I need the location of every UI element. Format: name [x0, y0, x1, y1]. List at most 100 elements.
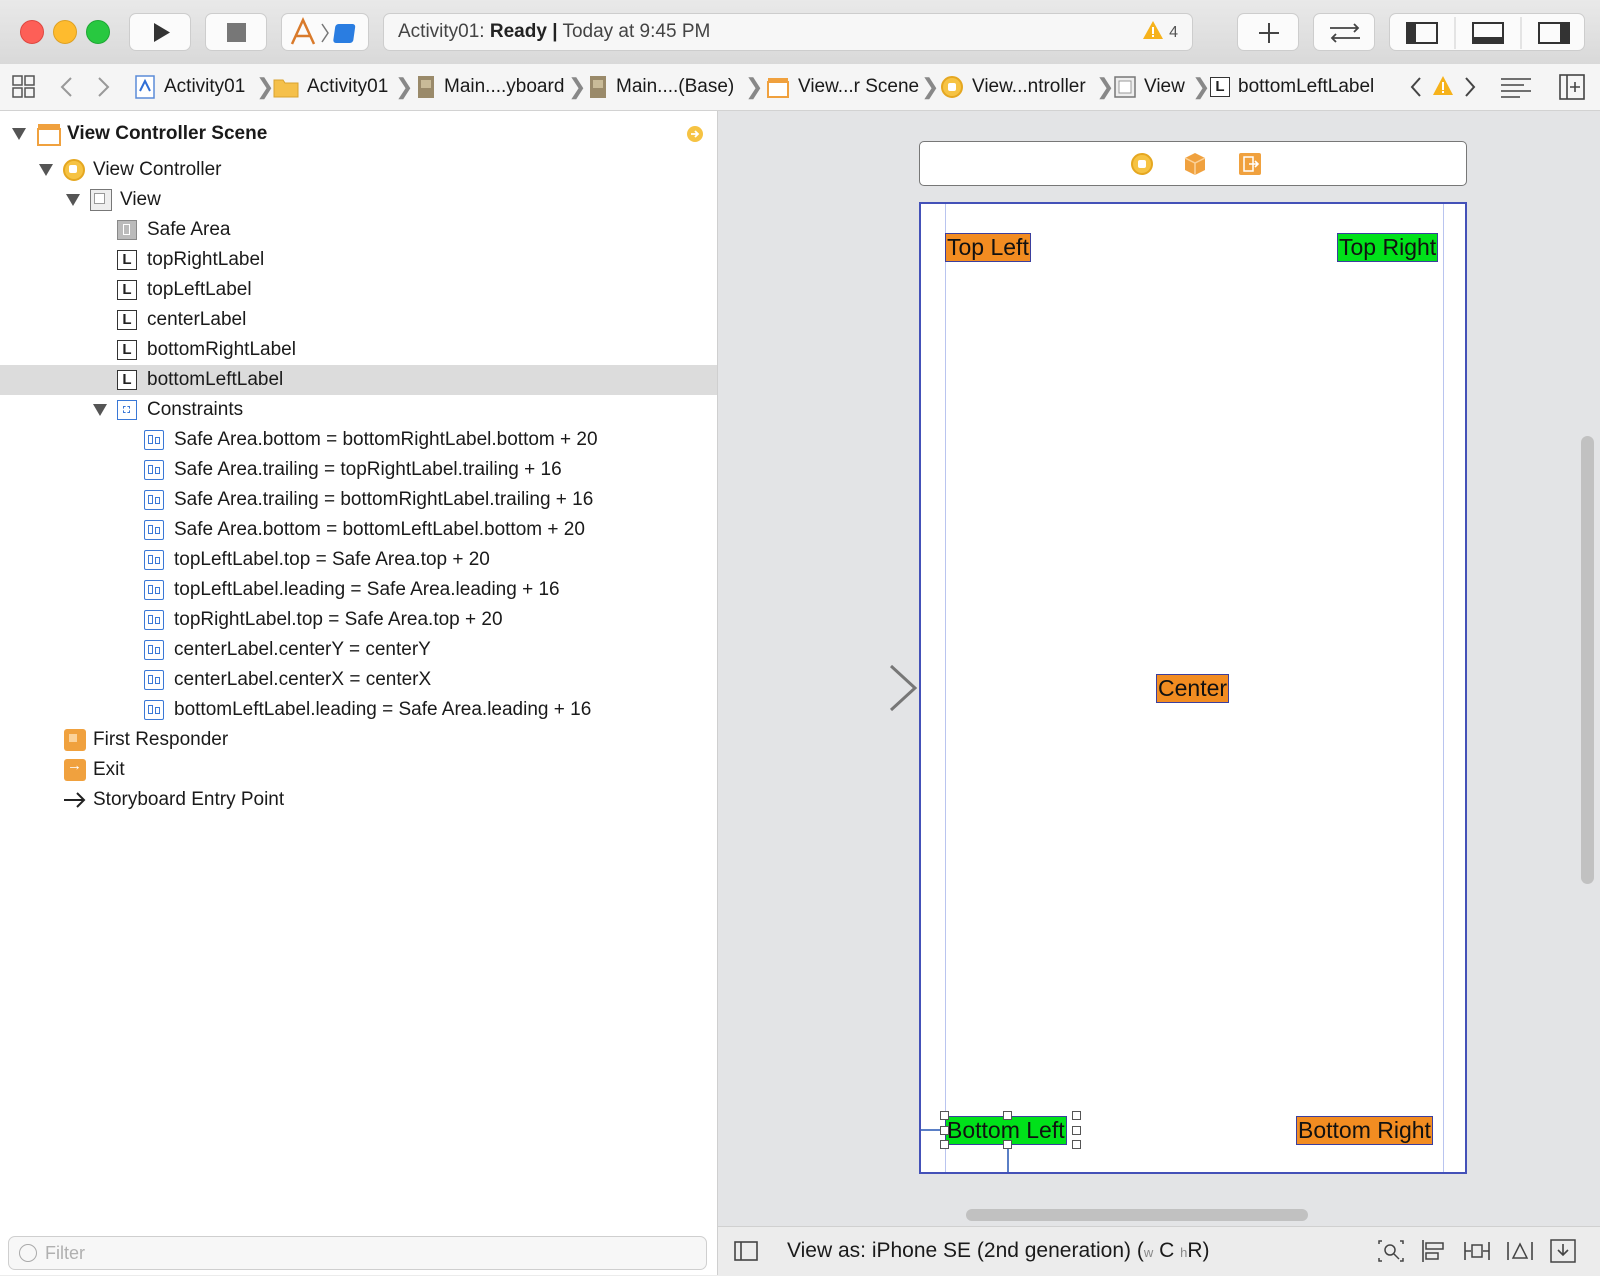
crumb-label: Activity01 — [164, 76, 246, 97]
close-window-button[interactable] — [20, 20, 44, 44]
label-icon: L — [117, 340, 137, 360]
crumb-storyboard[interactable]: Main....yboard — [416, 64, 564, 110]
constraint-row[interactable]: topLeftLabel.top = Safe Area.top + 20 — [0, 545, 717, 575]
crumb-view-controller[interactable]: View...ntroller — [940, 64, 1086, 110]
outline-view-controller-row[interactable]: View Controller — [0, 155, 717, 185]
crumb-label-element[interactable]: L bottomLeftLabel — [1210, 64, 1374, 110]
canvas-vertical-scrollbar[interactable] — [1581, 436, 1594, 884]
editor-options-lines-icon[interactable] — [1500, 76, 1532, 98]
add-constraints-icon[interactable] — [1463, 1239, 1491, 1263]
next-issue-chevron-icon[interactable] — [1462, 76, 1478, 98]
add-editor-icon[interactable] — [1559, 74, 1585, 100]
outline-scene-row[interactable]: View Controller Scene — [0, 119, 717, 149]
constraint-row[interactable]: bottomLeftLabel.leading = Safe Area.lead… — [0, 695, 717, 725]
outline-entry-point-row[interactable]: Storyboard Entry Point — [0, 785, 717, 815]
outline-subview-row[interactable]: L topRightLabel — [0, 245, 717, 275]
constraint-row[interactable]: topLeftLabel.leading = Safe Area.leading… — [0, 575, 717, 605]
view-controller-icon[interactable] — [1130, 152, 1154, 176]
resolve-autolayout-icon[interactable] — [1506, 1239, 1534, 1263]
outline-filter-field[interactable]: Filter — [8, 1236, 707, 1270]
exit-label: Exit — [93, 759, 125, 780]
constraint-row[interactable]: Safe Area.bottom = bottomLeftLabel.botto… — [0, 515, 717, 545]
stop-button[interactable] — [205, 13, 267, 51]
top-right-label[interactable]: Top Right — [1337, 233, 1439, 262]
resize-handle[interactable] — [940, 1111, 949, 1120]
constraint-icon — [144, 520, 164, 540]
constraint-icon — [144, 670, 164, 690]
resize-handle[interactable] — [1072, 1126, 1081, 1135]
scene-title: View Controller Scene — [67, 123, 268, 144]
outline-subview-row[interactable]: Safe Area — [0, 215, 717, 245]
disclosure-triangle-icon[interactable] — [39, 164, 53, 176]
outline-subview-row[interactable]: L topLeftLabel — [0, 275, 717, 305]
previous-issue-chevron-icon[interactable] — [1408, 76, 1424, 98]
go-arrow-icon[interactable] — [686, 125, 704, 143]
canvas-horizontal-scrollbar[interactable] — [966, 1209, 1308, 1221]
back-chevron-icon[interactable] — [58, 76, 76, 98]
plus-icon — [1259, 23, 1279, 43]
constraint-row[interactable]: Safe Area.trailing = bottomRightLabel.tr… — [0, 485, 717, 515]
resize-handle[interactable] — [1072, 1111, 1081, 1120]
resize-handle[interactable] — [1003, 1140, 1012, 1149]
disclosure-triangle-icon[interactable] — [93, 404, 107, 416]
forward-chevron-icon[interactable] — [94, 76, 112, 98]
canvas-bottom-bar: View as: iPhone SE (2nd generation) (w C… — [718, 1226, 1600, 1276]
entry-point-arrow-icon[interactable] — [775, 662, 920, 714]
outline-first-responder-row[interactable]: First Responder — [0, 725, 717, 755]
bottom-right-label[interactable]: Bottom Right — [1296, 1116, 1433, 1145]
align-icon[interactable] — [1420, 1239, 1446, 1263]
top-left-label[interactable]: Top Left — [945, 233, 1031, 262]
toggle-outline-icon[interactable] — [734, 1241, 758, 1261]
warning-indicator[interactable]: 4 — [1142, 14, 1178, 51]
resize-handle[interactable] — [1072, 1140, 1081, 1149]
outline-exit-row[interactable]: Exit — [0, 755, 717, 785]
bottom-constraint-line — [1007, 1145, 1009, 1172]
code-review-button[interactable] — [1313, 13, 1375, 51]
storyboard-file-icon — [590, 76, 606, 98]
resize-handle[interactable] — [1003, 1111, 1012, 1120]
update-frames-icon[interactable] — [1378, 1239, 1404, 1263]
constraint-row[interactable]: topRightLabel.top = Safe Area.top + 20 — [0, 605, 717, 635]
library-add-button[interactable] — [1237, 13, 1299, 51]
disclosure-triangle-icon[interactable] — [66, 194, 80, 206]
view-as-device-button[interactable]: View as: iPhone SE (2nd generation) (w C… — [787, 1239, 1209, 1263]
crumb-group[interactable]: Activity01 — [273, 64, 388, 110]
storyboard-file-icon — [418, 76, 434, 98]
related-items-grid-icon[interactable] — [12, 75, 36, 99]
constraint-row[interactable]: centerLabel.centerY = centerY — [0, 635, 717, 665]
constraint-label: topRightLabel.top = Safe Area.top + 20 — [174, 609, 503, 630]
zoom-window-button[interactable] — [86, 20, 110, 44]
disclosure-triangle-icon[interactable] — [12, 128, 26, 140]
scene-clapper-icon — [767, 78, 789, 98]
embed-in-icon[interactable] — [1550, 1239, 1576, 1263]
constraint-row[interactable]: Safe Area.trailing = topRightLabel.trail… — [0, 455, 717, 485]
outline-constraints-row[interactable]: Constraints — [0, 395, 717, 425]
resize-handle[interactable] — [940, 1126, 949, 1135]
crumb-scene[interactable]: View...r Scene — [766, 64, 919, 110]
resize-handle[interactable] — [940, 1140, 949, 1149]
constraint-row[interactable]: Safe Area.bottom = bottomRightLabel.bott… — [0, 425, 717, 455]
scheme-selector[interactable] — [281, 13, 369, 51]
status-project: Activity01: — [398, 21, 485, 42]
warning-icon[interactable] — [1432, 75, 1454, 97]
run-button[interactable] — [129, 13, 191, 51]
crumb-view[interactable]: View — [1114, 64, 1185, 110]
outline-view-row[interactable]: View — [0, 185, 717, 215]
center-label[interactable]: Center — [1156, 674, 1230, 703]
first-responder-cube-icon[interactable] — [1183, 152, 1207, 176]
minimize-window-button[interactable] — [53, 20, 77, 44]
outline-subview-row[interactable]: L centerLabel — [0, 305, 717, 335]
constraint-row[interactable]: centerLabel.centerX = centerX — [0, 665, 717, 695]
status-state: Ready — [489, 21, 547, 42]
outline-subview-row-selected[interactable]: L bottomLeftLabel — [0, 365, 717, 395]
subview-label: topRightLabel — [147, 249, 265, 270]
crumb-separator: ❯ — [745, 74, 764, 99]
outline-subview-row[interactable]: L bottomRightLabel — [0, 335, 717, 365]
crumb-project[interactable]: Activity01 — [134, 64, 245, 110]
crumb-localization[interactable]: Main....(Base) — [588, 64, 734, 110]
xcode-app-icon — [290, 16, 316, 45]
subview-label: centerLabel — [147, 309, 247, 330]
constraints-icon — [117, 400, 137, 420]
crumb-label: bottomLeftLabel — [1238, 76, 1375, 97]
exit-icon[interactable] — [1238, 152, 1262, 176]
